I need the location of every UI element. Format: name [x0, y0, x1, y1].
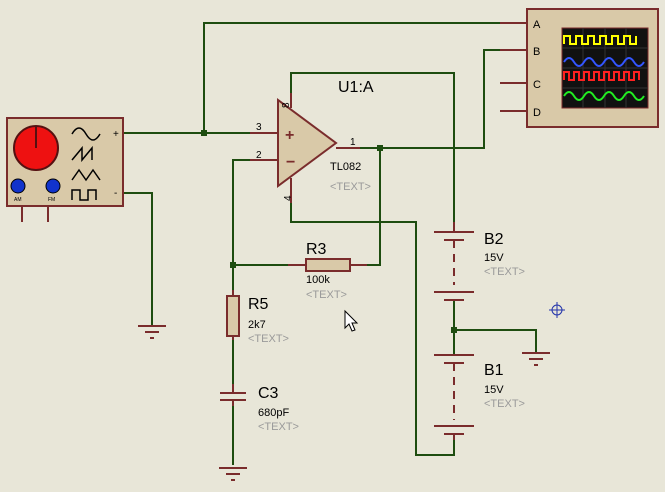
- wire-vminus-to-b1[interactable]: [290, 203, 455, 456]
- junction-dot: [201, 130, 207, 136]
- wire-gen-to-ground[interactable]: [124, 192, 153, 326]
- wire-inv-to-r5[interactable]: [232, 159, 250, 290]
- resistor-r5[interactable]: [226, 290, 240, 340]
- capacitor-c3[interactable]: [220, 384, 246, 406]
- wires: [124, 22, 537, 465]
- trace-d: [563, 91, 645, 101]
- r5-value-label: 2k7: [248, 319, 266, 331]
- fm-knob: [45, 178, 61, 194]
- junction-dot: [377, 145, 383, 151]
- inv-sign: −: [286, 154, 295, 171]
- scope-channel-b-label: B: [533, 46, 540, 58]
- generator-body: [6, 117, 124, 207]
- opamp-u1a[interactable]: + − 3 2 1 8 4: [250, 93, 360, 203]
- signal-generator[interactable]: AM FM + -: [6, 117, 124, 222]
- ground-symbol: [219, 467, 247, 481]
- pin-4-label: 4: [283, 195, 294, 201]
- am-label: AM: [14, 197, 22, 203]
- c3-value-label: 680pF: [258, 407, 289, 419]
- wire-mid-to-ground[interactable]: [454, 329, 537, 352]
- am-knob: [10, 178, 26, 194]
- r3-value-label: 100k: [306, 274, 330, 286]
- opamp-text-placeholder: <TEXT>: [330, 181, 371, 193]
- b2-text-placeholder: <TEXT>: [484, 266, 525, 278]
- b1-ref-label: B1: [484, 362, 504, 379]
- b2-ref-label: B2: [484, 231, 504, 248]
- ground-symbol: [522, 352, 550, 366]
- r3-body: [305, 258, 351, 272]
- c3-text-placeholder: <TEXT>: [258, 421, 299, 433]
- junctions: [201, 130, 457, 333]
- c3-ref-label: C3: [258, 385, 279, 402]
- battery-b2[interactable]: [434, 222, 474, 301]
- scope-channel-d-label: D: [533, 107, 541, 119]
- battery-b1[interactable]: [434, 354, 474, 440]
- pin-3-label: 3: [256, 122, 262, 133]
- pin-1-label: 1: [350, 137, 356, 148]
- opamp-triangle: [277, 98, 338, 188]
- resistor-r3[interactable]: [288, 258, 367, 272]
- mouse-pointer-icon: [344, 309, 359, 332]
- fm-label: FM: [48, 197, 55, 203]
- r5-text-placeholder: <TEXT>: [248, 333, 289, 345]
- gen-minus-terminal: -: [114, 188, 117, 199]
- opamp-value-label: TL082: [330, 161, 361, 173]
- wire-out-to-r3[interactable]: [367, 148, 381, 266]
- trace-a: [563, 35, 637, 45]
- scope-channel-a-label: A: [533, 19, 541, 31]
- scope-channel-c-label: C: [533, 79, 541, 91]
- junction-dot: [230, 262, 236, 268]
- ground-symbol: [138, 325, 166, 339]
- trace-b: [563, 57, 645, 67]
- pin-8-label: 8: [281, 102, 292, 108]
- wire-to-scope-a[interactable]: [203, 22, 527, 133]
- opamp-ref-label: U1:A: [338, 79, 374, 96]
- oscilloscope[interactable]: A B C D: [500, 8, 659, 128]
- trace-c: [563, 71, 640, 81]
- b1-text-placeholder: <TEXT>: [484, 398, 525, 410]
- b1-value-label: 15V: [484, 384, 504, 396]
- r5-body: [226, 295, 240, 337]
- r5-ref-label: R5: [248, 296, 269, 313]
- noninv-sign: +: [285, 127, 294, 144]
- r3-ref-label: R3: [306, 241, 327, 258]
- pin-2-label: 2: [256, 150, 262, 161]
- waveform-icon: [71, 127, 101, 201]
- r3-text-placeholder: <TEXT>: [306, 289, 347, 301]
- origin-crosshair-icon: [549, 302, 565, 318]
- gen-plus-terminal: +: [113, 129, 119, 140]
- junction-dot: [451, 327, 457, 333]
- b2-value-label: 15V: [484, 252, 504, 264]
